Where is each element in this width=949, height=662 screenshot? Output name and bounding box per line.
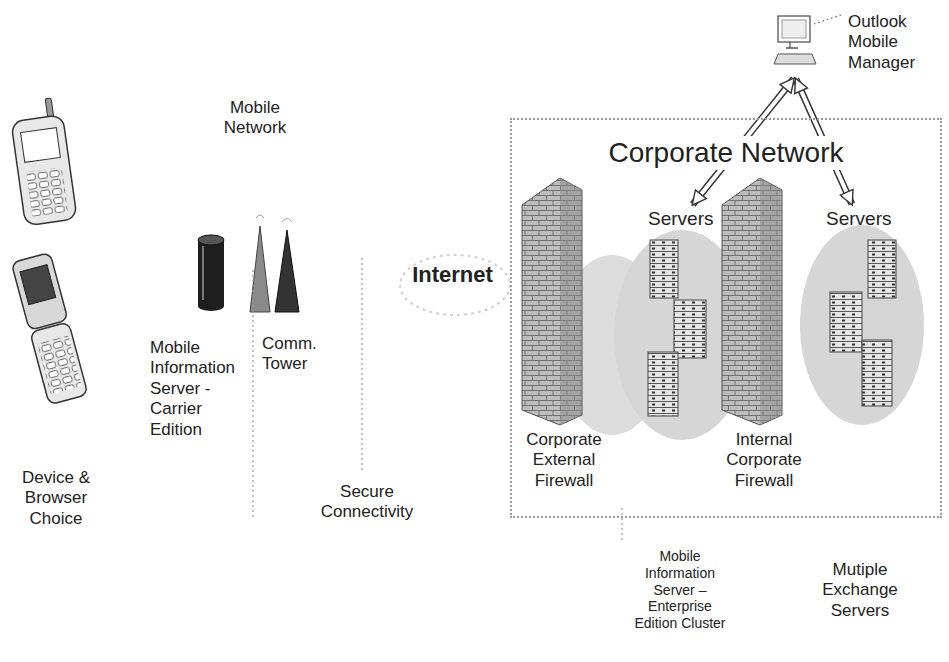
- flip-phone-part: [30, 322, 88, 405]
- server-rack: [648, 240, 706, 416]
- network-cloud-label: Internet: [400, 262, 505, 288]
- carrier-server-part: [198, 235, 224, 245]
- exchange-server-rack-part: [868, 240, 896, 298]
- part-label: Mobile Network: [200, 98, 310, 139]
- server-label-box: Servers: [822, 206, 895, 233]
- flip-phone-part: [11, 252, 68, 330]
- zone-divider-part: [252, 270, 253, 520]
- comm-tower-part: [275, 230, 299, 312]
- node-label: Servers: [648, 208, 713, 231]
- exchange-server-rack-part: [862, 340, 892, 406]
- desktop-computer-icon-part: [778, 16, 810, 42]
- desktop-computer-icon-part: [774, 54, 816, 64]
- external-firewall: [522, 178, 582, 425]
- flip-phone-part: [37, 336, 81, 395]
- desktop-computer-icon-part: [782, 20, 806, 38]
- node-label: Servers: [826, 208, 891, 231]
- region-title: Corporate Network: [605, 136, 848, 170]
- node-label: Outlook Mobile Manager: [848, 12, 940, 73]
- leader-line: [814, 14, 844, 24]
- candybar-phone-part: [26, 167, 68, 217]
- candybar-phone-part: [11, 115, 77, 226]
- part-label: Comm. Tower: [262, 334, 326, 375]
- comm-tower-part: [250, 226, 270, 312]
- carrier-server-part: [202, 246, 204, 300]
- gray-cloud: [400, 225, 924, 440]
- gray-cloud-part: [400, 255, 510, 315]
- server-rack-part: [648, 352, 678, 416]
- desktop-computer-icon: [774, 16, 816, 64]
- computer-node: Outlook Mobile Manager: [770, 6, 944, 77]
- desktop-computer-icon-part: [786, 42, 798, 48]
- part-label: Device & Browser Choice: [4, 468, 108, 529]
- server-label-box: Servers: [644, 206, 717, 233]
- part-label: Mobile Information Server - Carrier Edit…: [150, 338, 250, 440]
- part-label: Secure Connectivity: [312, 482, 422, 523]
- server-rack-part: [650, 240, 678, 298]
- zone-divider-part: [621, 508, 622, 543]
- zone-divider-part: [361, 258, 362, 470]
- carrier-server-part: [198, 301, 224, 311]
- part-label: Corporate External Firewall: [512, 430, 616, 491]
- flip-phone-part: [20, 265, 56, 305]
- part-label: Mutiple Exchange Servers: [808, 560, 912, 621]
- candybar-phone-part: [21, 128, 61, 163]
- comm-tower-part: [256, 215, 292, 222]
- external-firewall-part: [522, 178, 582, 425]
- carrier-server-part: [198, 240, 224, 306]
- internal-firewall-part: [760, 178, 782, 425]
- comm-tower: [250, 215, 299, 312]
- part-label: Mobile Information Server – Enterprise E…: [634, 548, 726, 632]
- exchange-server-rack: [830, 240, 896, 406]
- candybar-phone: [8, 97, 77, 226]
- carrier-server: [198, 235, 224, 311]
- external-firewall-part: [560, 178, 582, 425]
- exchange-server-rack-part: [830, 292, 862, 352]
- internal-firewall-part: [722, 178, 782, 425]
- gray-cloud-part: [800, 225, 924, 425]
- internal-firewall: [722, 178, 782, 425]
- flip-phone: [11, 252, 88, 404]
- part-label: Internal Corporate Firewall: [712, 430, 816, 491]
- server-rack-part: [674, 300, 706, 358]
